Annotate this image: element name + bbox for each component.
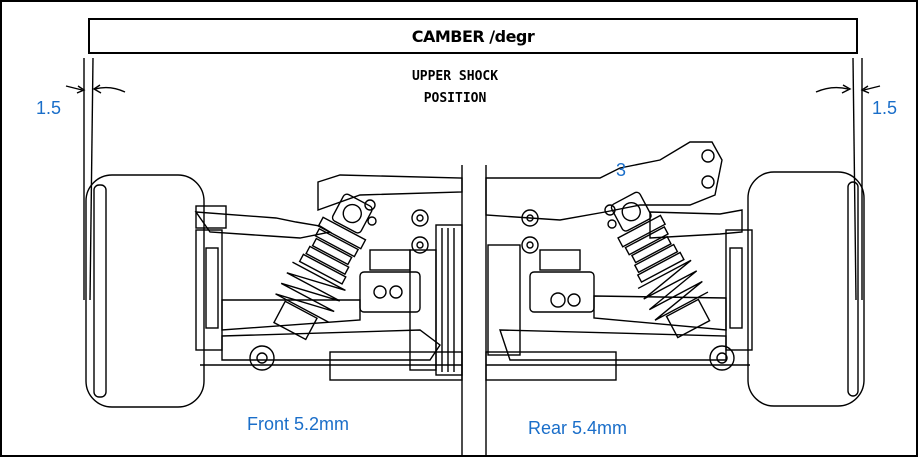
front-bulkhead xyxy=(359,271,421,313)
camber-arrowhead-left-a xyxy=(76,85,86,94)
rear-ride-height: Rear 5.4mm xyxy=(528,418,628,438)
front-wheel-rim xyxy=(93,184,107,398)
rear-hub xyxy=(725,229,753,351)
rear-tower-hole-2 xyxy=(701,175,715,189)
camber-line-right-tilted xyxy=(852,57,857,301)
rear-bearing xyxy=(709,345,735,371)
front-bearing xyxy=(249,345,275,371)
front-ride-height: Front 5.2mm xyxy=(247,414,350,434)
camber-left-value: 1.5 xyxy=(36,98,62,118)
front-bulkhead-top xyxy=(369,249,411,271)
camber-arrowhead-right-a xyxy=(841,84,852,94)
rear-tower-hole-1 xyxy=(701,149,715,163)
rear-bulkhead-top xyxy=(539,249,581,271)
camber-title: CAMBER /degr xyxy=(411,26,535,46)
front-lower-arm xyxy=(221,299,361,331)
camber-arrow-left-a xyxy=(65,85,83,91)
rear-chassis-plate xyxy=(485,351,617,381)
camber-arrowhead-right-b xyxy=(860,85,870,94)
front-upper-link xyxy=(194,211,332,239)
rear-wheel-rim xyxy=(847,181,859,397)
front-lower-arm-2 xyxy=(221,329,441,361)
rear-lower-arm-2 xyxy=(499,329,727,361)
front-chassis-plate xyxy=(329,351,463,381)
rear-diff xyxy=(487,244,521,356)
note-line-1: UPPER SHOCK xyxy=(411,69,499,84)
camber-right-value: 1.5 xyxy=(872,98,898,118)
upper-shock-note: UPPER SHOCK POSITION xyxy=(380,66,530,110)
front-top-plate xyxy=(317,174,463,211)
camber-arrow-right-b xyxy=(863,85,881,91)
rear-shock-tower xyxy=(485,141,723,221)
camber-arrowhead-left-b xyxy=(92,84,102,94)
rear-upper-link xyxy=(649,209,743,239)
rear-wheel xyxy=(747,171,865,407)
front-hub xyxy=(195,229,223,351)
camber-line-left-tilted xyxy=(89,57,94,301)
rear-lower-arm xyxy=(593,295,727,331)
rear-shock xyxy=(610,191,711,339)
camber-arrow-right-a xyxy=(815,86,849,93)
front-wheel xyxy=(85,174,205,408)
front-shock xyxy=(273,193,373,341)
rear-bulkhead xyxy=(529,271,595,313)
shock-position-number: 3 xyxy=(616,160,627,180)
camber-arrow-left-b xyxy=(94,86,126,93)
front-diff xyxy=(409,249,437,371)
note-line-2: POSITION xyxy=(423,91,487,106)
camber-header: CAMBER /degr xyxy=(88,18,858,54)
front-upper-link-end xyxy=(195,205,227,229)
